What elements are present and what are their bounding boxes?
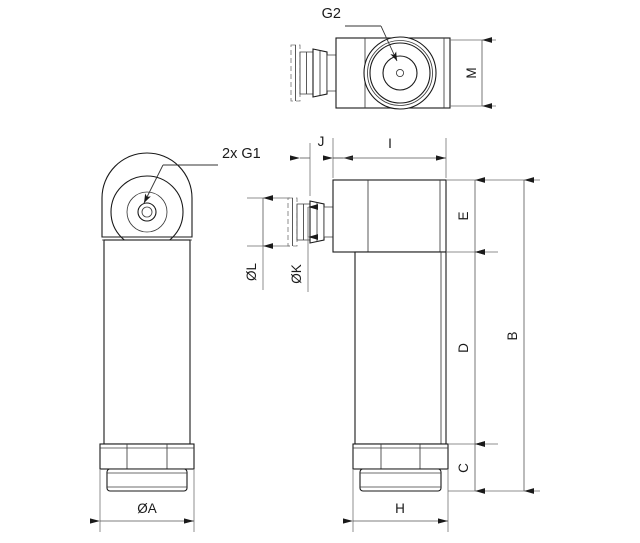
side-view-threaded-end: [106, 468, 188, 492]
diam-a-dimension-label: ØA: [137, 501, 157, 516]
e-dimension-label: E: [456, 211, 471, 220]
dimension-diam-k: ØK: [289, 204, 318, 292]
dimension-m: M: [450, 37, 496, 109]
top-view-connector-flange: [290, 44, 314, 102]
diam-k-dimension-label: ØK: [289, 264, 304, 284]
dimension-b: B: [498, 177, 540, 494]
dimension-diam-a: ØA: [90, 470, 195, 532]
side-view-shaft: [102, 239, 192, 445]
b-dimension-label: B: [505, 331, 520, 340]
front-view-connector-flange: [287, 197, 311, 247]
side-view-hex-band: [99, 443, 195, 470]
front-view-group: J I ØL ØK E: [244, 134, 540, 532]
m-dimension-label: M: [464, 67, 479, 78]
diam-l-dimension-label: ØL: [244, 263, 259, 282]
top-view-group: G2 M: [290, 6, 496, 110]
c-dimension-label: C: [456, 463, 471, 473]
g1-label: 2x G1: [222, 146, 261, 162]
front-view-upper-housing: [332, 179, 447, 253]
g2-leader-line: [345, 25, 398, 62]
g1-leader-line: [143, 164, 218, 204]
g2-label: G2: [322, 6, 341, 22]
front-view-threaded-end: [359, 468, 442, 492]
dimension-d: D: [456, 249, 485, 447]
dimension-i: I: [323, 136, 447, 178]
d-dimension-label: D: [456, 343, 471, 353]
front-view-shaft: [354, 251, 447, 445]
dimension-h: H: [343, 470, 449, 532]
front-view-connector-collar: [309, 200, 334, 244]
top-view-connector-collar: [312, 48, 337, 98]
top-view-sensor-circles: [363, 36, 437, 110]
dimension-e: E: [446, 177, 498, 255]
front-view-hex-band: [352, 443, 449, 470]
h-dimension-label: H: [395, 501, 405, 516]
dimension-c: C: [448, 441, 540, 494]
j-dimension-label: J: [318, 134, 325, 149]
dimension-diam-l: ØL: [244, 195, 290, 290]
i-dimension-label: I: [388, 136, 392, 151]
side-view-group: 2x G1 ØA: [90, 146, 261, 532]
